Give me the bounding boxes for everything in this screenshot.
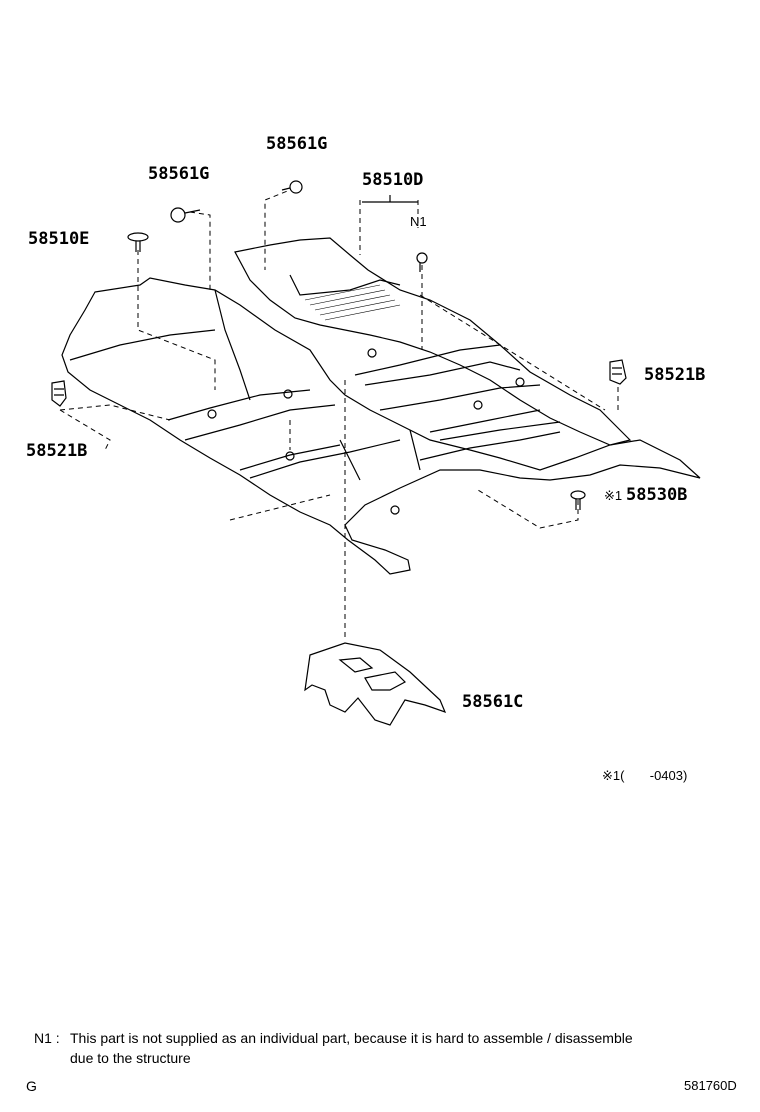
label-58530B-prefix: ※1 bbox=[604, 488, 623, 503]
label-58521B-left[interactable]: 58521B bbox=[26, 441, 88, 461]
label-58510E[interactable]: 58510E bbox=[28, 229, 90, 249]
clip-58521B-left-icon[interactable] bbox=[51, 380, 67, 407]
diagram-id: 581760D bbox=[684, 1078, 737, 1093]
label-58561G-left[interactable]: 58561G bbox=[148, 164, 210, 184]
floor-carpet-assembly[interactable] bbox=[61, 237, 701, 575]
insulator-58561C[interactable] bbox=[304, 642, 447, 726]
n1-note-line1: This part is not supplied as an individu… bbox=[70, 1030, 633, 1046]
footnote-range: ※1( -0403) bbox=[602, 768, 688, 783]
n1-note-marker: N1 : bbox=[34, 1030, 60, 1046]
label-58510D[interactable]: 58510D bbox=[362, 170, 424, 190]
label-58561C[interactable]: 58561C bbox=[462, 692, 524, 712]
label-58530B[interactable]: 58530B bbox=[626, 485, 688, 505]
label-n1-marker: N1 bbox=[410, 214, 427, 229]
leader-lines bbox=[59, 187, 619, 640]
clip-58561G-left-icon[interactable] bbox=[170, 207, 201, 223]
corner-letter: G bbox=[26, 1078, 37, 1094]
clip-n1-icon[interactable] bbox=[416, 252, 428, 272]
label-58561G-top[interactable]: 58561G bbox=[266, 134, 328, 154]
label-58521B-right[interactable]: 58521B bbox=[644, 365, 706, 385]
clip-58521B-right-icon[interactable] bbox=[609, 359, 627, 385]
n1-note-line2: due to the structure bbox=[70, 1050, 191, 1066]
clip-58530B-icon[interactable] bbox=[570, 490, 586, 510]
clip-58510E-icon[interactable] bbox=[127, 232, 149, 252]
clip-58561G-top-icon[interactable] bbox=[281, 180, 303, 194]
